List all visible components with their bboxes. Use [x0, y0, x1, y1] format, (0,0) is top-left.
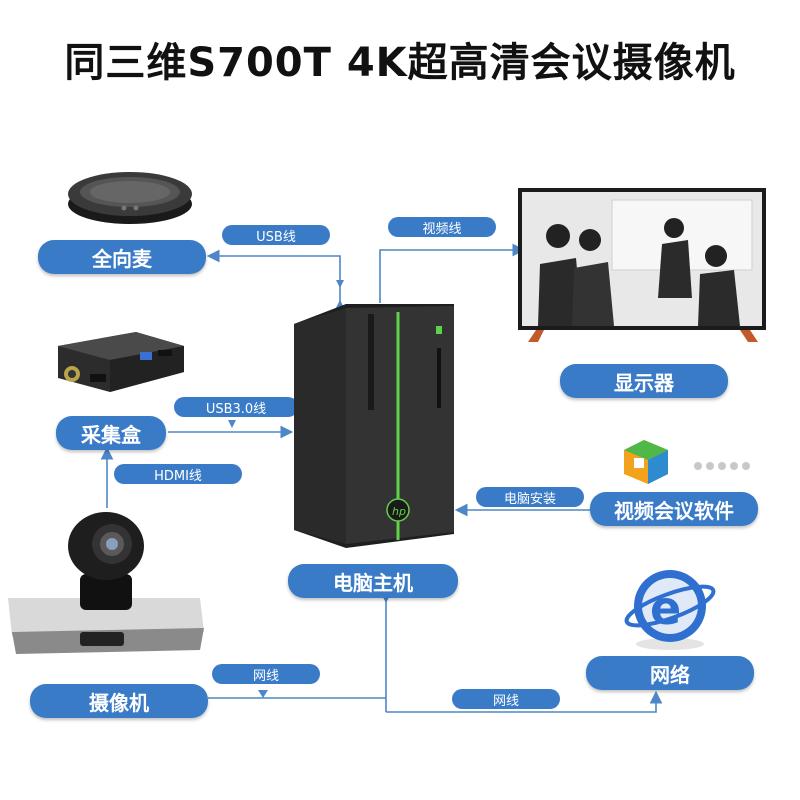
pc-host-node: 电脑主机	[288, 564, 458, 598]
hdmi-link-label: HDMI线	[114, 464, 242, 484]
net-down-arrow	[258, 690, 268, 698]
microphone-node: 全向麦	[38, 240, 206, 274]
display-node: 显示器	[560, 364, 728, 398]
capture-box-node: 采集盒	[56, 416, 166, 450]
video-wire	[379, 243, 526, 303]
page-title: 同三维S700T 4K超高清会议摄像机	[64, 40, 736, 86]
svg-text:e: e	[650, 581, 681, 635]
network-node: 网络	[586, 656, 754, 690]
usb-wire	[206, 249, 347, 313]
loading-dot-icon	[718, 462, 726, 470]
video-link-label: 视频线	[388, 217, 496, 237]
loading-dot-icon	[742, 462, 750, 470]
usb-link-label: USB线	[222, 225, 330, 245]
capture-box-icon	[58, 332, 184, 392]
camera-network-link-label: 网线	[212, 664, 320, 684]
network-wire	[386, 690, 663, 713]
camera-node: 摄像机	[30, 684, 208, 718]
pc-network-link-label: 网线	[452, 689, 560, 709]
svg-text:hp: hp	[392, 505, 406, 518]
loading-dot-icon	[706, 462, 714, 470]
install-link-label: 电脑安装	[476, 487, 584, 507]
usb3-link-label: USB3.0线	[174, 397, 298, 417]
speakerphone-icon	[68, 172, 192, 224]
software-logo-icon	[624, 440, 668, 484]
vc-software-node: 视频会议软件	[590, 492, 758, 526]
pc-tower-icon: hp	[294, 304, 454, 548]
usb3-down-arrow	[228, 420, 236, 428]
monitor-icon	[518, 188, 766, 342]
usb-down-arrow	[336, 280, 344, 288]
loading-dot-icon	[730, 462, 738, 470]
ptz-camera-icon	[8, 512, 204, 654]
network-globe-icon: e	[624, 570, 716, 650]
loading-dot-icon	[694, 462, 702, 470]
